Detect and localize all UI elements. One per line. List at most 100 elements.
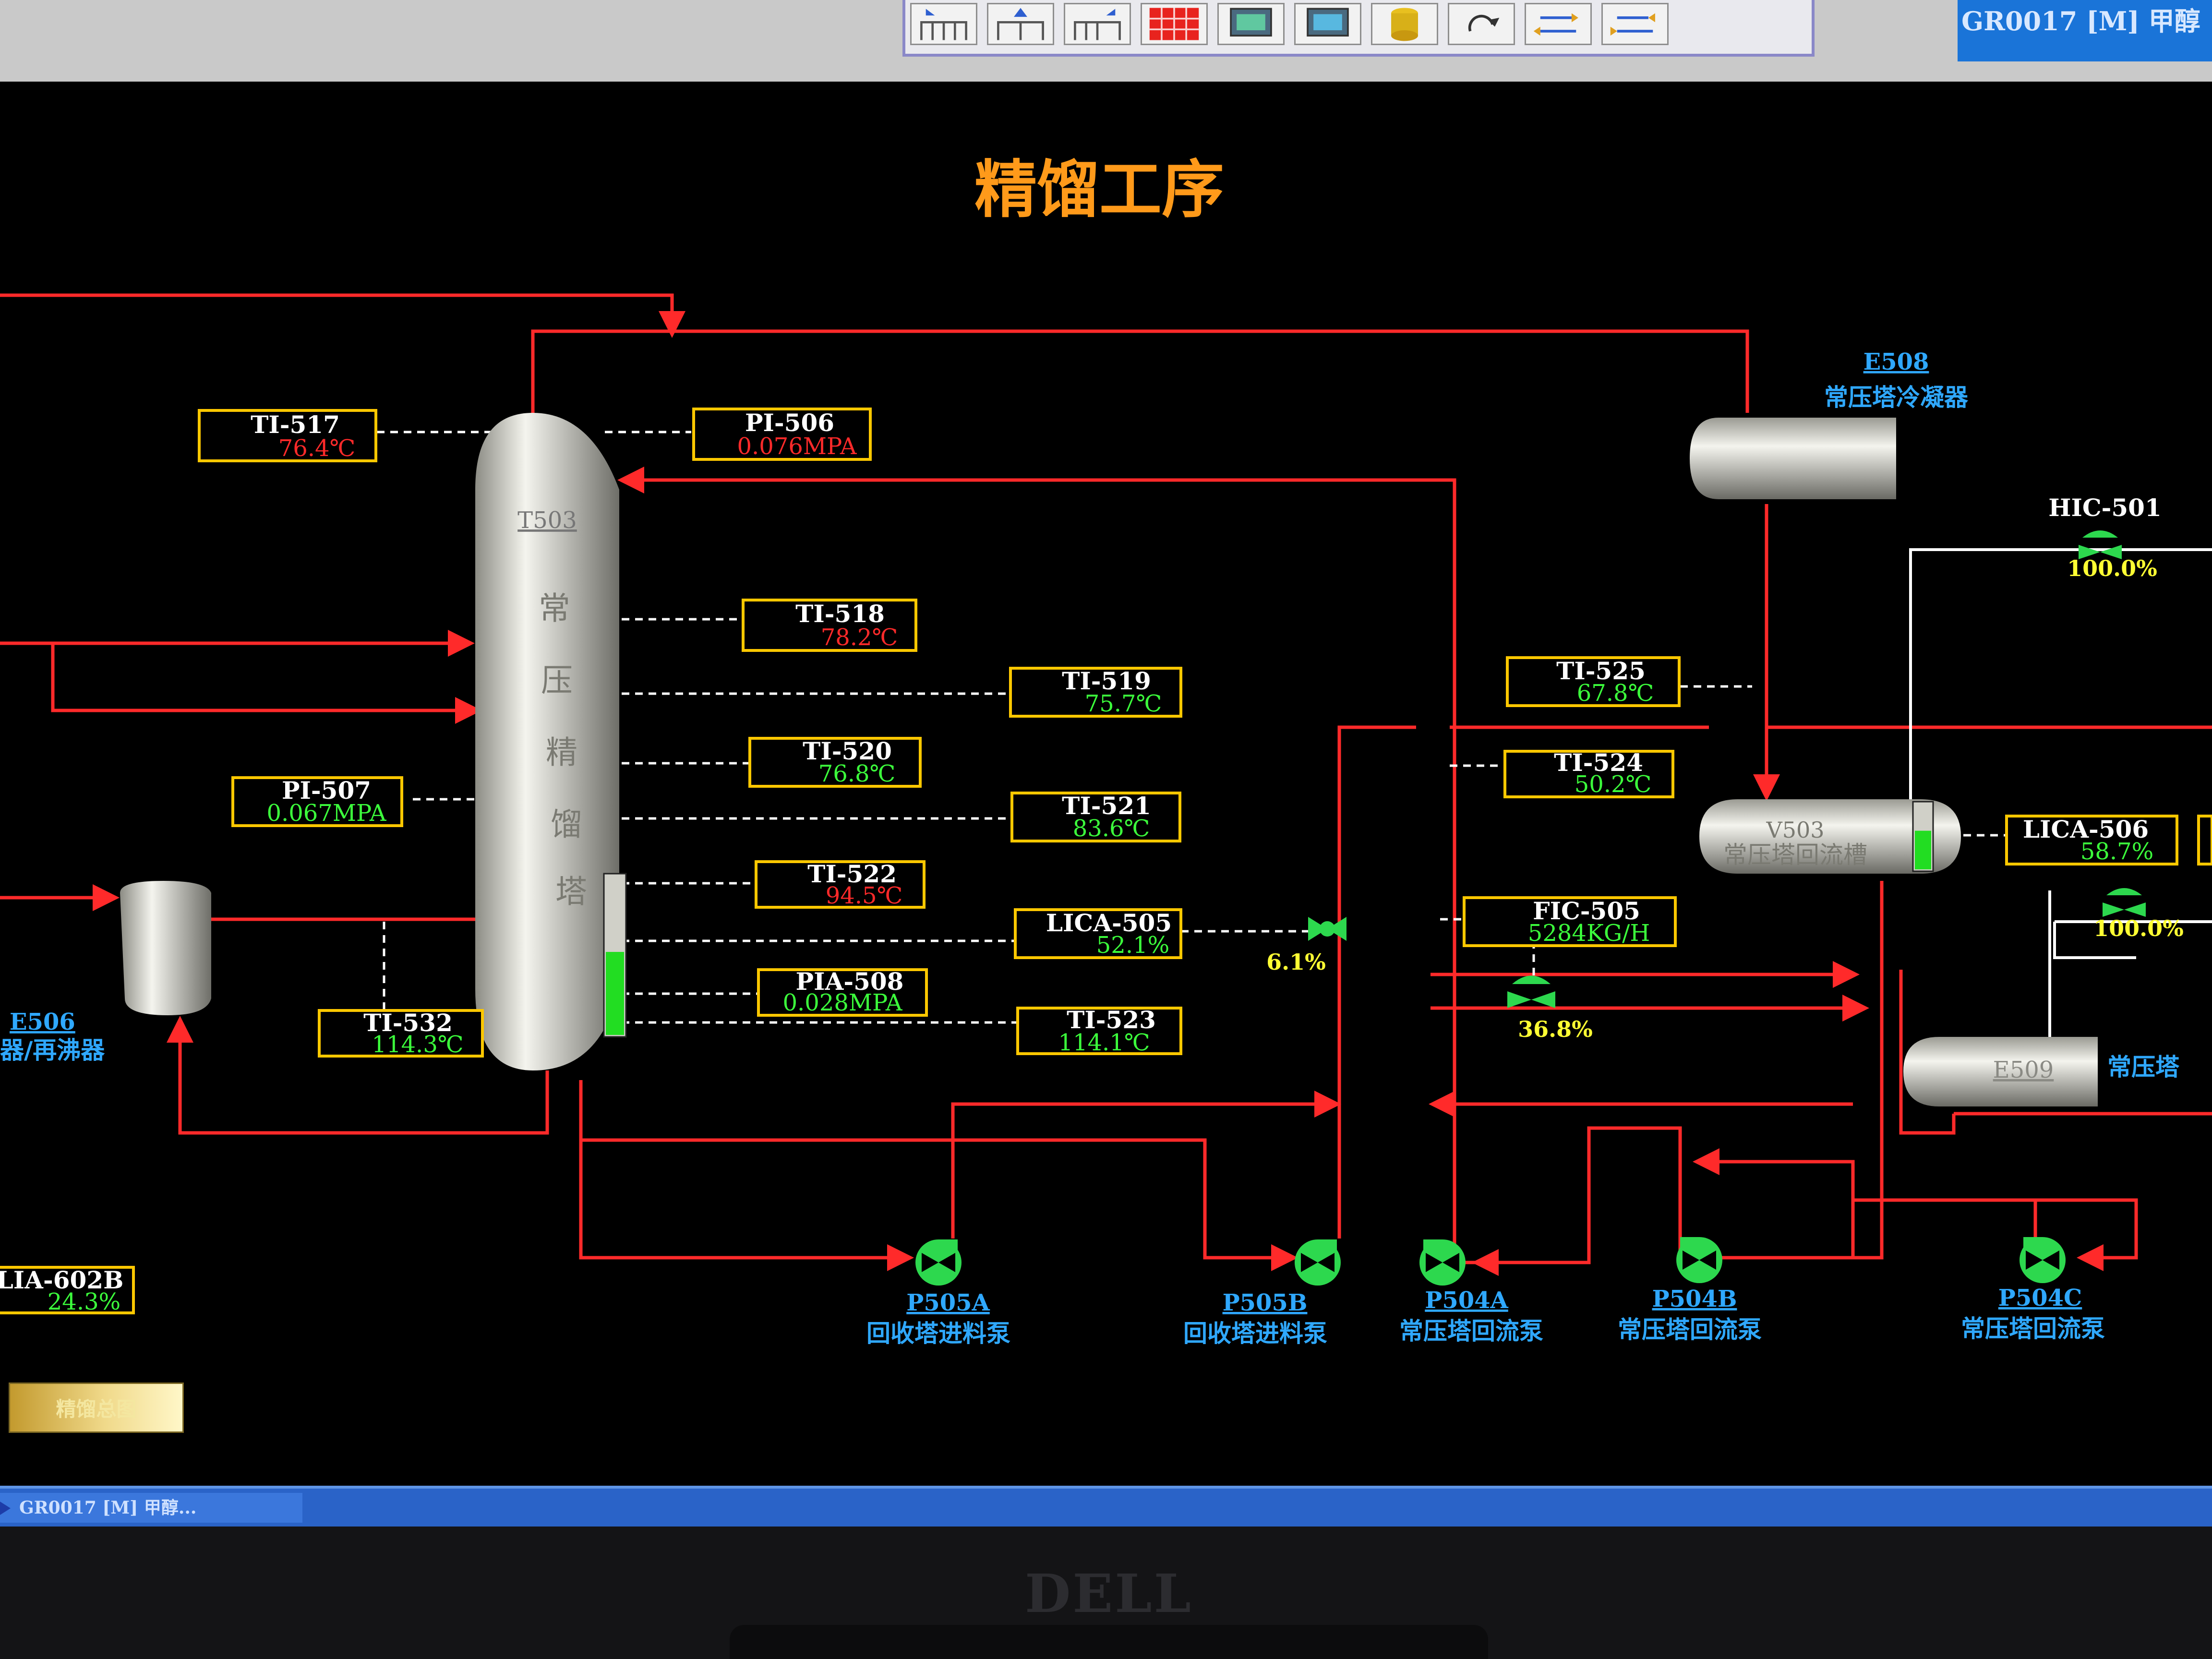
column-up-right-icon[interactable] xyxy=(1064,3,1131,45)
grid-icon[interactable] xyxy=(1141,3,1208,45)
p504b-name: 常压塔回流泵 xyxy=(1618,1315,1762,1344)
valve-fic505-value: 36.8% xyxy=(1518,1016,1593,1042)
instrument-ti520[interactable]: TI-520 76.8℃ xyxy=(748,737,922,788)
p505a-name: 回收塔进料泵 xyxy=(866,1319,1010,1347)
e509-name: 常压塔 xyxy=(2107,1053,2180,1081)
taskbar xyxy=(0,1486,2212,1527)
p505b-name: 回收塔进料泵 xyxy=(1183,1319,1327,1347)
ti519-value: 75.7℃ xyxy=(1085,690,1162,717)
ti520-value: 76.8℃ xyxy=(818,760,896,787)
instrument-ti517[interactable]: TI-517 76.4℃ xyxy=(198,409,377,462)
p504b-tag: P504B xyxy=(1652,1286,1737,1312)
instrument-pi506[interactable]: PI-506 0.076MPA xyxy=(692,408,872,461)
v503-tag: V503 xyxy=(1766,817,1824,843)
p505a-tag: P505A xyxy=(906,1289,990,1316)
p504c-name: 常压塔回流泵 xyxy=(1961,1314,2105,1343)
pia508-tag: PIA-508 xyxy=(796,967,904,996)
instrument-ti522[interactable]: TI-522 94.5℃ xyxy=(755,860,926,909)
valve-lica505-out[interactable]: 6.1% xyxy=(1266,917,1346,975)
pump-p505a[interactable]: P505A 回收塔进料泵 xyxy=(866,1239,1010,1347)
p505b-tag: P505B xyxy=(1223,1289,1308,1316)
ti525-tag: TI-525 xyxy=(1556,657,1646,685)
pia508-value: 0.028MPA xyxy=(782,989,902,1016)
taskbar-arrow-icon xyxy=(0,1502,11,1515)
ti522-value: 94.5℃ xyxy=(826,882,903,909)
reflux-drum-v503: V503 常压塔回流槽 xyxy=(1699,799,1961,874)
ti525-value: 67.8℃ xyxy=(1577,680,1654,707)
instrument-lia602b[interactable]: LIA-602B 24.3% xyxy=(0,1266,135,1315)
ti521-value: 83.6℃ xyxy=(1073,815,1150,842)
ti517-tag: TI-517 xyxy=(251,410,340,439)
pump-p504a[interactable]: P504A 常压塔回流泵 xyxy=(1399,1239,1543,1345)
lica505-tag: LICA-505 xyxy=(1046,909,1172,937)
column-t503: T503 常 压 精 馏 塔 xyxy=(475,413,627,1070)
signal-lines xyxy=(377,431,2007,1024)
monitor-alt-icon[interactable] xyxy=(1294,3,1361,45)
instrument-ti532[interactable]: TI-532 114.3℃ xyxy=(318,1009,484,1058)
instrument-lica505[interactable]: LICA-505 52.1% xyxy=(1014,908,1182,959)
pump-p505b[interactable]: P505B 回收塔进料泵 xyxy=(1183,1239,1341,1347)
column-char-3: 精 xyxy=(546,734,577,771)
e506-name: 器/再沸器 xyxy=(0,1036,105,1064)
swap-icon[interactable] xyxy=(1525,3,1592,45)
instrument-ti521[interactable]: TI-521 83.6℃ xyxy=(1010,792,1181,842)
pump-p504c[interactable]: P504C 常压塔回流泵 xyxy=(1961,1237,2105,1343)
e509-tag: E509 xyxy=(1993,1057,2054,1083)
lica506-value: 58.7% xyxy=(2080,838,2153,865)
taskbar-item[interactable]: GR0017 [M] 甲醇... xyxy=(0,1493,302,1523)
ti520-tag: TI-520 xyxy=(803,737,892,765)
valve-lica506-out[interactable]: 100.0% xyxy=(2093,888,2184,941)
ti519-tag: TI-519 xyxy=(1062,667,1151,695)
valve-fic505[interactable]: 36.8% xyxy=(1507,975,1593,1043)
column-char-2: 压 xyxy=(541,662,573,699)
hic501-tag: HIC-501 xyxy=(2048,493,2162,522)
column-char-1: 常 xyxy=(539,590,570,627)
lia602b-tag: LIA-602B xyxy=(0,1266,123,1294)
swap-alt-icon[interactable] xyxy=(1601,3,1669,45)
fic505-value: 5284KG/H xyxy=(1528,920,1650,947)
instrument-pi507[interactable]: PI-507 0.067MPA xyxy=(231,776,403,827)
ti532-value: 114.3℃ xyxy=(372,1031,463,1058)
column-up-left-icon[interactable] xyxy=(910,3,977,45)
e508-name: 常压塔冷凝器 xyxy=(1824,383,1969,411)
database-icon[interactable] xyxy=(1371,3,1438,45)
ti522-tag: TI-522 xyxy=(807,860,897,888)
instrument-pia508[interactable]: PIA-508 0.028MPA xyxy=(757,967,928,1017)
pi506-tag: PI-506 xyxy=(745,409,834,437)
valve-hic501[interactable]: HIC-501 100.0% xyxy=(2048,493,2162,581)
p504a-tag: P504A xyxy=(1425,1287,1508,1314)
lia602b-value: 24.3% xyxy=(48,1288,120,1315)
process-pipes xyxy=(0,293,2212,1276)
column-char-4: 馏 xyxy=(551,806,582,843)
window-title: GR0017 [M] 甲醇 xyxy=(1958,0,2212,61)
valve-lica506-value: 100.0% xyxy=(2093,915,2184,941)
instrument-ti525[interactable]: TI-525 67.8℃ xyxy=(1506,656,1681,707)
p504c-tag: P504C xyxy=(1998,1285,2082,1311)
instrument-ti518[interactable]: TI-518 78.2℃ xyxy=(742,599,917,652)
ti524-tag: TI-524 xyxy=(1554,748,1643,777)
instrument-ti524[interactable]: TI-524 50.2℃ xyxy=(1503,748,1674,798)
column-up-icon[interactable] xyxy=(987,3,1054,45)
monitor-stand xyxy=(730,1625,1488,1659)
tag-box-partial xyxy=(2197,815,2212,866)
v503-name: 常压塔回流槽 xyxy=(1723,841,1867,869)
instrument-fic505[interactable]: FIC-505 5284KG/H xyxy=(1463,896,1677,947)
monitor-screen xyxy=(0,0,2212,1527)
column-tag: T503 xyxy=(517,507,577,534)
e508-tag: E508 xyxy=(1863,349,1929,375)
monitor-icon[interactable] xyxy=(1217,3,1285,45)
hic501-value: 100.0% xyxy=(2067,555,2157,581)
nav-overview-button[interactable]: 精馏总图 xyxy=(9,1382,184,1433)
instrument-ti523[interactable]: TI-523 114.1℃ xyxy=(1016,1006,1182,1056)
ti518-tag: TI-518 xyxy=(795,600,885,628)
exchanger-e509: E509 常压塔 xyxy=(1903,1037,2180,1106)
ti523-tag: TI-523 xyxy=(1067,1006,1156,1034)
reboiler-e506: E506 器/再沸器 xyxy=(0,881,211,1064)
screen-title: 精馏工序 xyxy=(974,153,1224,226)
refresh-icon[interactable] xyxy=(1448,3,1515,45)
instrument-lica506[interactable]: LICA-506 58.7% xyxy=(2005,815,2178,866)
ti518-value: 78.2℃ xyxy=(821,624,898,651)
pump-p504b[interactable]: P504B 常压塔回流泵 xyxy=(1618,1237,1762,1344)
instrument-lines xyxy=(1909,548,2212,1037)
instrument-ti519[interactable]: TI-519 75.7℃ xyxy=(1009,667,1182,718)
